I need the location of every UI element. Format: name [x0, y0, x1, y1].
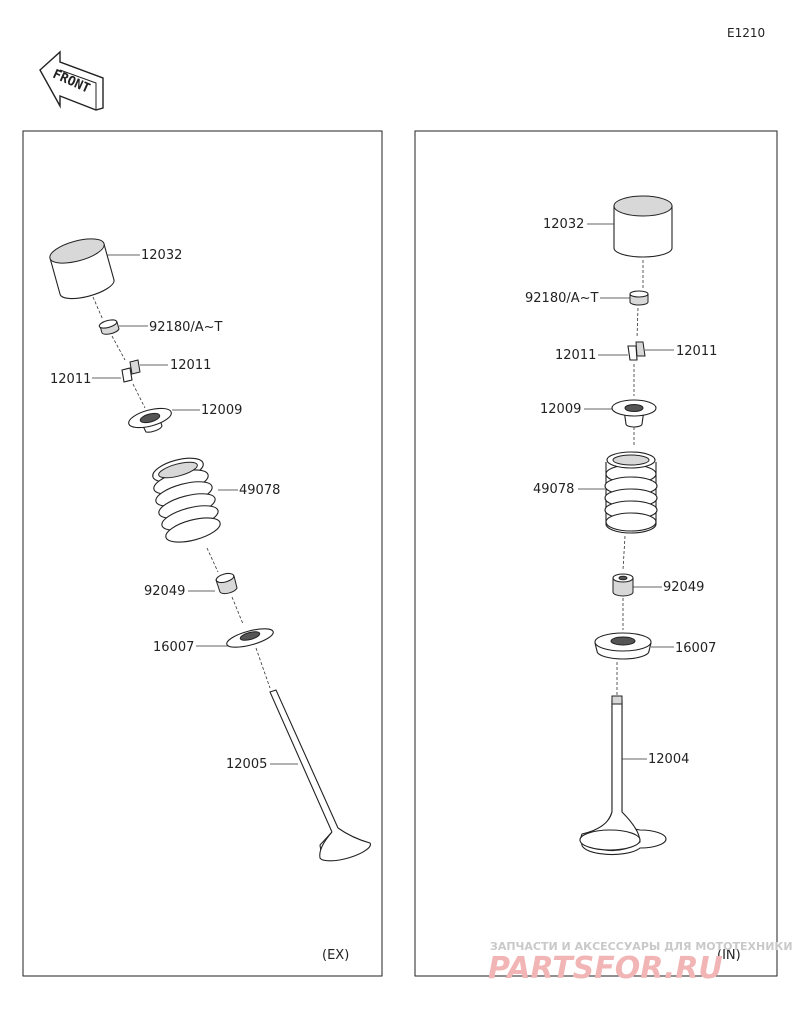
in-seat — [594, 632, 652, 660]
ex-cotters — [121, 359, 141, 383]
ex-shim-label: 92180/A~T — [149, 320, 223, 335]
ex-caption: (EX) — [322, 948, 349, 963]
in-seal-label: 92049 — [663, 580, 704, 595]
ex-cotter-right-label: 12011 — [170, 358, 211, 373]
in-valve-label: 12004 — [648, 752, 689, 767]
ex-shim — [98, 319, 120, 335]
ex-seal — [215, 572, 238, 595]
ex-tappet-label: 12032 — [141, 248, 182, 263]
in-spring-label: 49078 — [533, 482, 574, 497]
in-spring — [604, 451, 658, 534]
ex-retainer — [128, 407, 172, 433]
in-retainer — [611, 399, 657, 428]
in-cotter-right-label: 12011 — [676, 344, 717, 359]
ex-cotter-left-label: 12011 — [50, 372, 91, 387]
in-tappet-label: 12032 — [543, 217, 584, 232]
in-shim-label: 92180/A~T — [525, 291, 599, 306]
watermark-line1: ЗАПЧАСТИ И АКСЕССУАРЫ ДЛЯ МОТОТЕХНИКИ — [490, 940, 793, 953]
in-valve — [579, 695, 667, 856]
ex-spring — [152, 457, 221, 543]
diagram-code: E1210 — [727, 26, 765, 40]
in-seal — [612, 573, 634, 597]
ex-seat — [226, 628, 274, 648]
intake-panel — [414, 130, 778, 977]
in-cotters — [627, 341, 646, 361]
ex-spring-label: 49078 — [239, 483, 280, 498]
in-cotter-left-label: 12011 — [555, 348, 596, 363]
ex-retainer-label: 12009 — [201, 403, 242, 418]
in-shim — [629, 290, 649, 306]
watermark-line2: PARTSFOR.RU — [488, 951, 723, 986]
exhaust-panel — [22, 130, 383, 977]
front-arrow-icon: FRONT — [39, 50, 104, 111]
ex-valve-label: 12005 — [226, 757, 267, 772]
ex-seal-label: 92049 — [144, 584, 185, 599]
in-retainer-label: 12009 — [540, 402, 581, 417]
ex-valve — [269, 689, 371, 862]
in-seat-label: 16007 — [675, 641, 716, 656]
in-caption: (IN) — [717, 948, 741, 963]
ex-seat-label: 16007 — [153, 640, 194, 655]
ex-tappet — [49, 238, 115, 300]
in-tappet — [613, 195, 673, 258]
